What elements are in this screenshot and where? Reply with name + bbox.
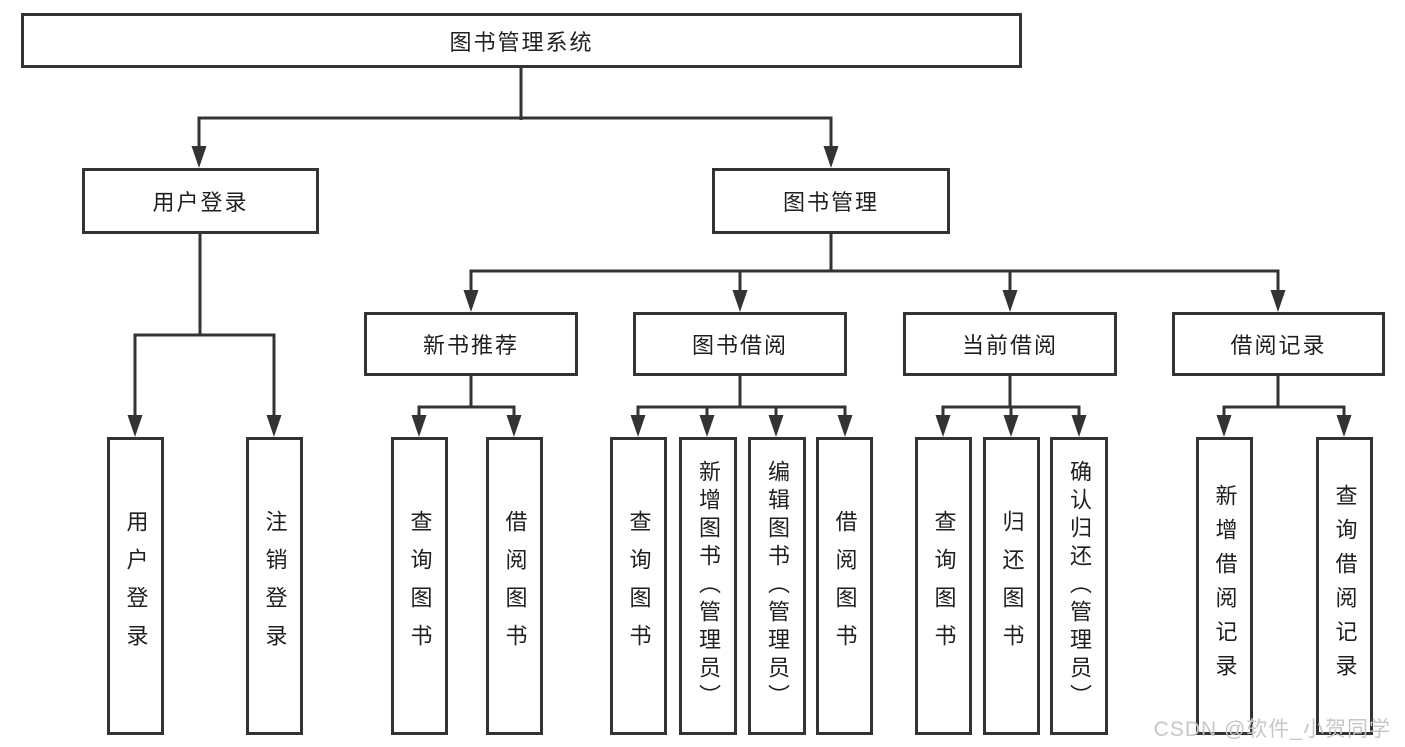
leaf-confirm-return-admin: 确认归还（管理员） (1050, 437, 1108, 735)
node-root: 图书管理系统 (21, 13, 1022, 68)
csdn-watermark: CSDN @软件_小贺同学 (1153, 718, 1391, 741)
leaf-return-books: 归还图书 (983, 437, 1040, 735)
node-book-borrow: 图书借阅 (633, 312, 847, 376)
leaf-user-login: 用户登录 (107, 437, 164, 735)
leaf-edit-books-admin: 编辑图书（管理员） (748, 437, 806, 735)
leaf-logout: 注销登录 (246, 437, 303, 735)
leaf-borrow-books: 借阅图书 (816, 437, 873, 735)
leaf-add-books-admin: 新增图书（管理员） (679, 437, 737, 735)
leaf-query-books-current: 查询图书 (915, 437, 972, 735)
leaf-add-borrow-record: 新增借阅记录 (1196, 437, 1253, 735)
leaf-borrow-books-recommend: 借阅图书 (486, 437, 543, 735)
node-current-borrow: 当前借阅 (903, 312, 1117, 376)
node-borrow-records: 借阅记录 (1172, 312, 1385, 376)
node-new-book-recommend: 新书推荐 (364, 312, 578, 376)
leaf-query-books-recommend: 查询图书 (391, 437, 448, 735)
leaf-query-books-borrow: 查询图书 (610, 437, 667, 735)
node-user-login: 用户登录 (82, 168, 319, 234)
node-book-management: 图书管理 (712, 168, 950, 234)
leaf-query-borrow-record: 查询借阅记录 (1316, 437, 1373, 735)
